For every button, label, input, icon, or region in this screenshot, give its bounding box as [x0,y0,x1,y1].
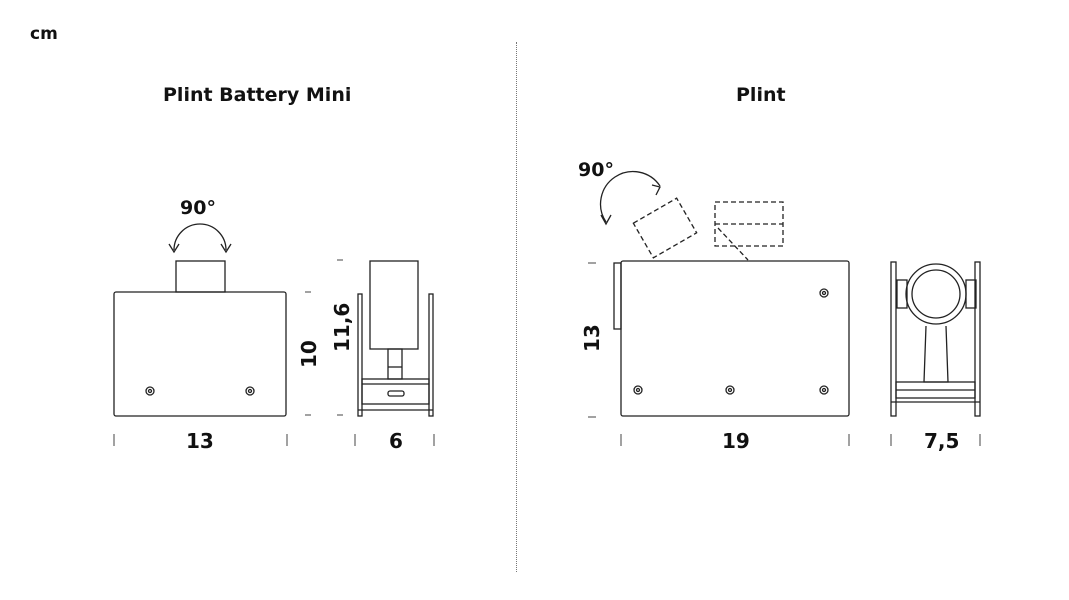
plint-side-view [890,261,981,417]
rotation-arrow-icon [173,223,227,251]
dim-depth-mini: 6 [389,429,403,453]
dim-height-plint: 13 [580,324,604,352]
mini-side-view [357,260,434,417]
rotation-label-right: 90° [578,159,614,181]
plint-front-view [599,170,850,417]
rotation-label-left: 90° [180,197,216,219]
rotation-arrow-right-icon [599,170,661,223]
unit-label: cm [30,24,58,44]
dim-total-height-mini: 11,6 [330,303,354,352]
product-title-left: Plint Battery Mini [163,84,352,106]
dim-width-plint: 19 [722,429,750,453]
width-dimension-left [113,259,435,446]
dim-height-mini: 10 [297,340,321,368]
mini-front-view [113,223,287,417]
product-title-right: Plint [736,84,786,106]
section-divider [516,42,517,572]
dim-width-mini: 13 [186,429,214,453]
width-dimension-right [588,262,981,446]
dim-depth-plint: 7,5 [924,429,959,453]
